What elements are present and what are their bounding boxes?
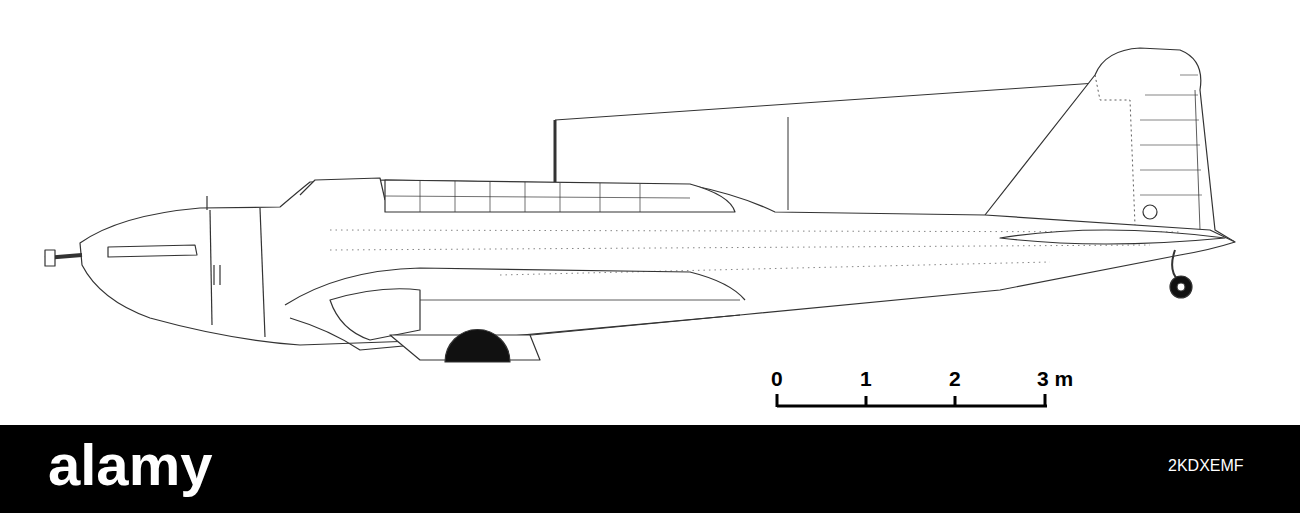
watermark-band	[0, 425, 1300, 513]
scale-bar	[777, 394, 1047, 407]
scale-number: 0	[771, 368, 783, 389]
scale-number: 3 m	[1037, 368, 1073, 389]
watermark-logo: alamy	[48, 436, 212, 494]
scale-number: 1	[860, 368, 872, 389]
watermark-id: 2KDXEMF	[1168, 458, 1244, 474]
scale-number: 2	[949, 368, 961, 389]
